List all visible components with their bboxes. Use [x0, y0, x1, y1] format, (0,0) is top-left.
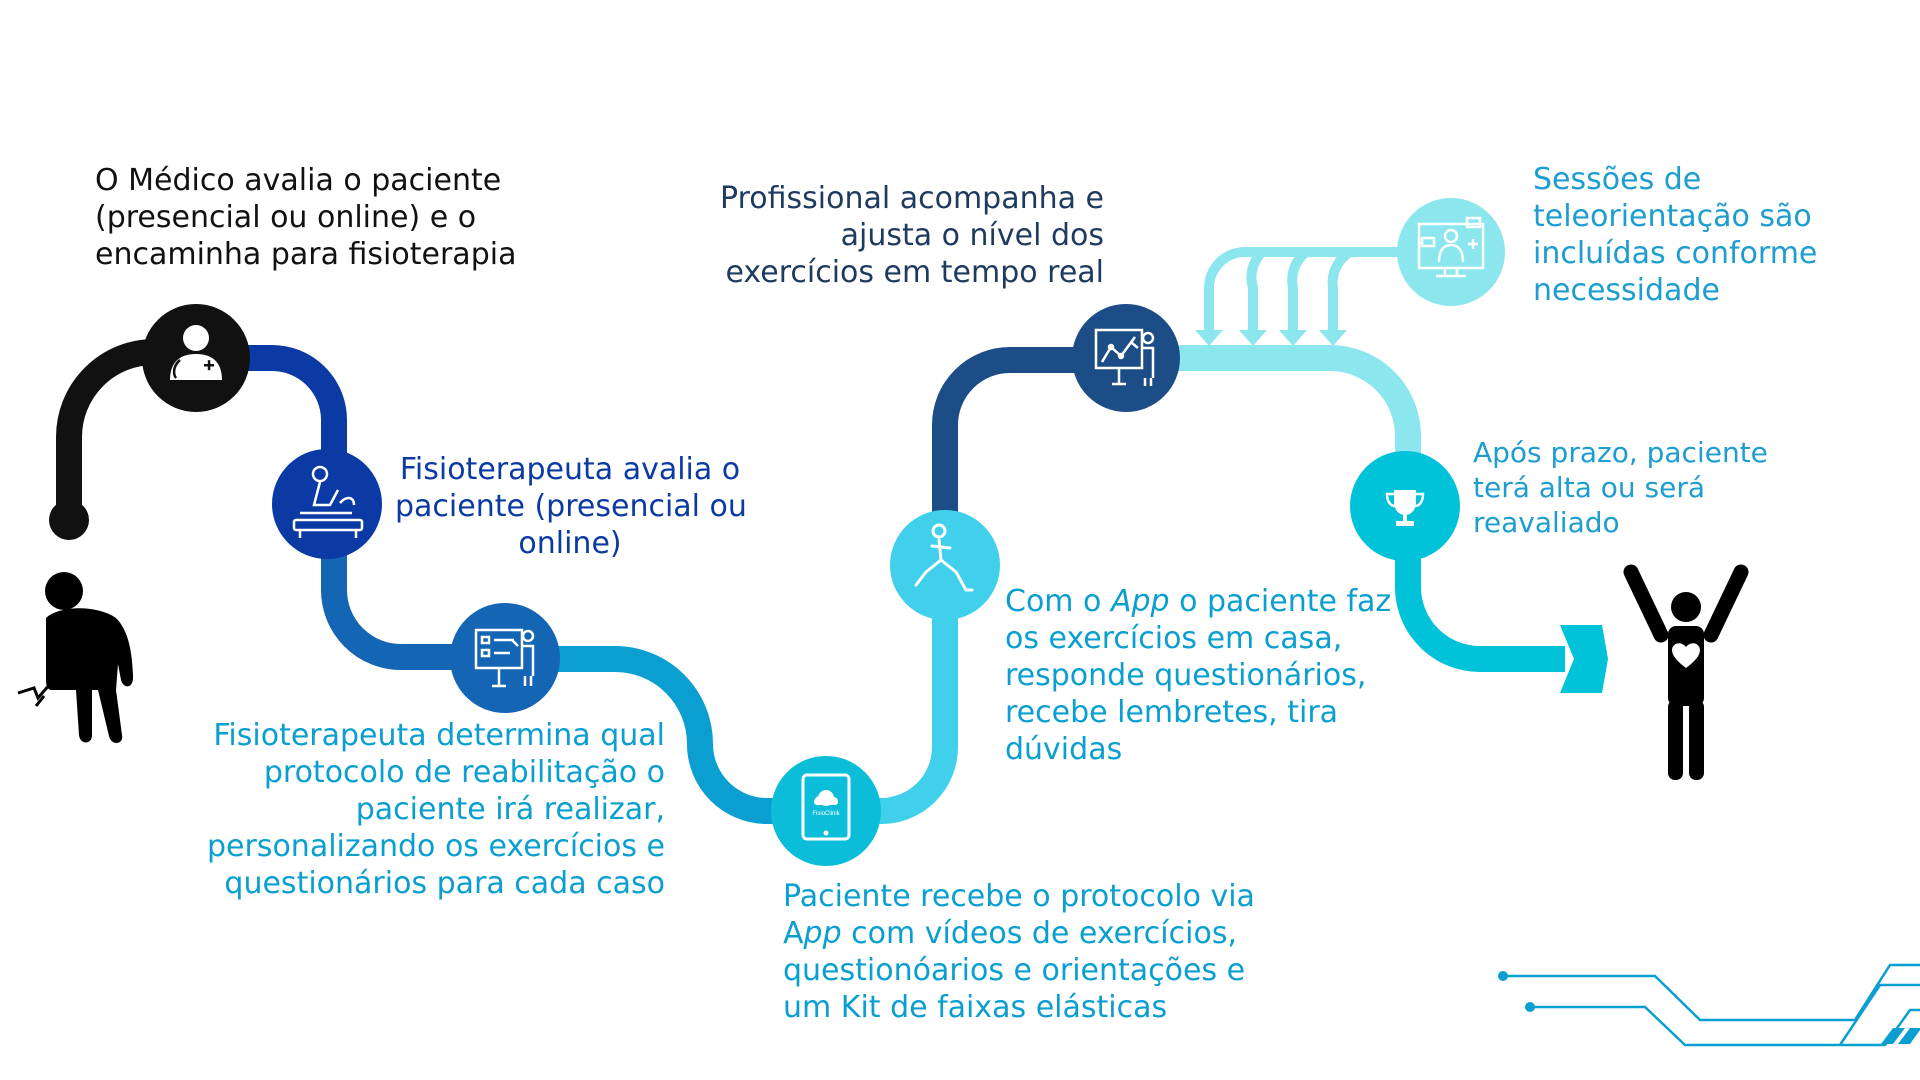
- final-arrow: [1560, 625, 1608, 693]
- trophy-icon: [1385, 490, 1425, 526]
- app-protocol-node: FisioClinik: [771, 756, 881, 866]
- home-exercise-node: [890, 510, 1000, 620]
- tablet-app-icon: FisioClinik: [801, 773, 851, 841]
- step-label-doctor: O Médico avalia o paciente (presencial o…: [95, 163, 517, 272]
- doctor-node: [142, 304, 250, 412]
- physiotherapy-icon: [292, 465, 364, 538]
- app-brand-label: FisioClinik: [812, 811, 840, 817]
- teleorientation-node: [1397, 198, 1505, 306]
- path-segment-5: [932, 347, 1126, 565]
- path-segment-start: [56, 339, 196, 520]
- path-segment-7: [1395, 506, 1565, 672]
- exercise-lunge-icon: [914, 523, 974, 592]
- step-label-discharge: Após prazo, paciente terá alta ou será r…: [1473, 436, 1768, 539]
- path-segment-4: [826, 565, 958, 824]
- step-label-physio-evaluation: Fisioterapeuta avalia o paciente (presen…: [395, 452, 747, 561]
- discharge-node: [1350, 451, 1460, 561]
- path-segment-3: [505, 646, 826, 824]
- teleorientation-connector: [1204, 247, 1403, 335]
- presentation-board-icon: [474, 628, 535, 688]
- path-segment-6: [1126, 345, 1421, 506]
- circuit-decoration: [1503, 963, 1920, 1047]
- step-label-app-protocol: Paciente recebe o protocolo via App com …: [783, 879, 1255, 1025]
- chart-presentation-icon: [1094, 328, 1155, 386]
- monitoring-node: [1072, 304, 1180, 412]
- happy-patient-figure: [1623, 564, 1749, 780]
- doctor-icon: [170, 325, 222, 380]
- step-label-physio-protocol: Fisioterapeuta determina qual protocolo …: [206, 718, 665, 901]
- path-segment-1: [196, 345, 347, 504]
- start-dot: [49, 500, 89, 540]
- teleorientation-arrowheads: [1195, 330, 1347, 346]
- step-label-monitoring: Profissional acompanha e ajusta o nível …: [720, 181, 1104, 290]
- step-label-teleorientation: Sessões de teleorientação são incluídas …: [1533, 162, 1818, 308]
- video-consultation-icon: [1417, 216, 1485, 278]
- circuit-dots: [1498, 971, 1535, 1012]
- path-segment-2: [321, 504, 505, 670]
- step-label-home-exercise: Com o App o paciente faz os exercícios e…: [1005, 584, 1392, 767]
- sad-patient-figure: [17, 572, 134, 744]
- physio-protocol-node: [450, 603, 560, 713]
- physio-evaluation-node: [272, 449, 382, 559]
- circuit-bars: [1881, 1028, 1920, 1044]
